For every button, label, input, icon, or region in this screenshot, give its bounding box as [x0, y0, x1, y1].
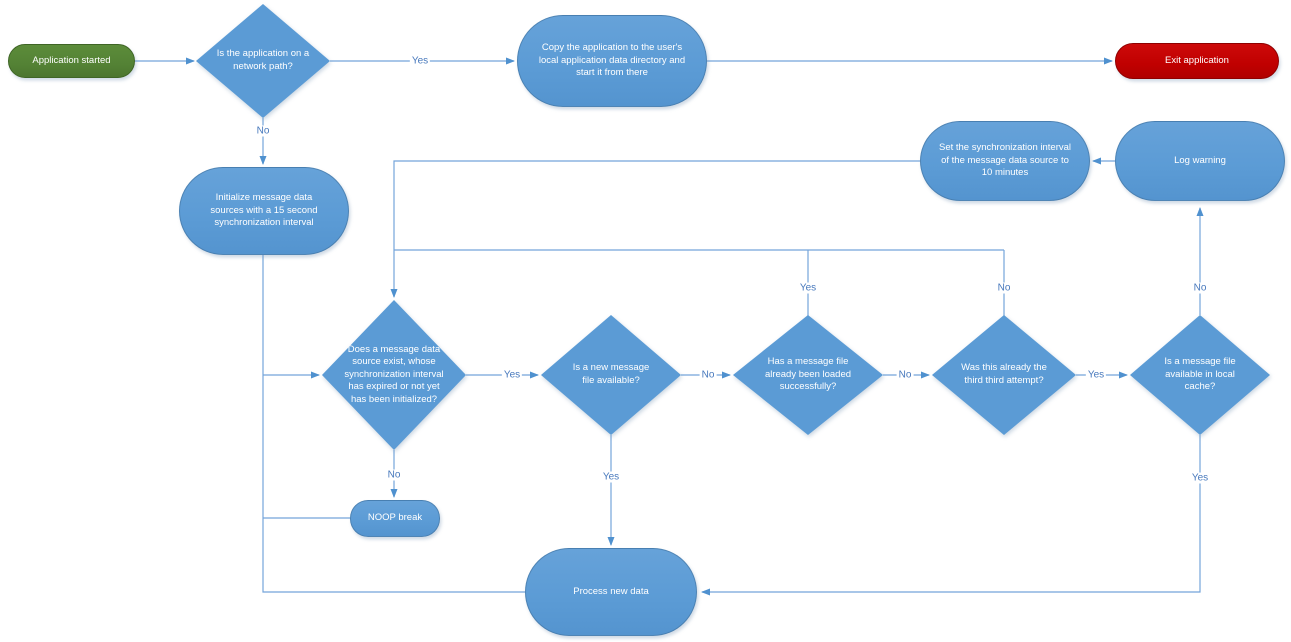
edge-label-network-yes: Yes: [409, 55, 431, 67]
node-application-started-label: Application started: [32, 54, 111, 66]
edge-label-loaded-yes: Yes: [797, 282, 819, 294]
edge-label-third-no: No: [995, 282, 1013, 294]
edge-label-third-yes: Yes: [1085, 369, 1107, 381]
node-set-sync-interval: Set the synchronization interval of the …: [920, 121, 1090, 201]
edge-label-newfile-no: No: [699, 369, 717, 381]
node-initialize-sources-label: Initialize message data sources with a 1…: [210, 192, 318, 229]
node-exit-application: Exit application: [1115, 43, 1279, 79]
edge-label-source-yes: Yes: [501, 369, 523, 381]
decision-network-path-label: Is the application on a network path?: [216, 48, 310, 72]
decision-local-cache-label: Is a message file available in local cac…: [1164, 356, 1236, 393]
node-process-new-data: Process new data: [525, 548, 697, 636]
decision-already-loaded: Has a message file already been loaded s…: [733, 315, 883, 435]
edge-label-newfile-yes: Yes: [600, 471, 622, 483]
decision-third-attempt-label: Was this already the third third attempt…: [961, 362, 1047, 386]
edge-label-network-no: No: [254, 125, 272, 137]
node-noop-break: NOOP break: [350, 500, 440, 537]
edge-label-loaded-no: No: [896, 369, 914, 381]
node-exit-application-label: Exit application: [1165, 54, 1229, 66]
edge-label-source-no: No: [385, 469, 403, 481]
decision-source-exists-label: Does a message data source exist, whose …: [344, 343, 444, 405]
edge-label-cache-yes: Yes: [1189, 472, 1211, 484]
node-initialize-sources: Initialize message data sources with a 1…: [179, 167, 349, 255]
node-application-started: Application started: [8, 44, 135, 78]
node-set-sync-interval-label: Set the synchronization interval of the …: [938, 142, 1072, 179]
decision-new-message-file: Is a new message file available?: [541, 315, 681, 435]
node-noop-break-label: NOOP break: [367, 512, 423, 524]
decision-local-cache: Is a message file available in local cac…: [1130, 315, 1270, 435]
node-process-new-data-label: Process new data: [573, 585, 649, 597]
edge-label-cache-no: No: [1191, 282, 1209, 294]
decision-already-loaded-label: Has a message file already been loaded s…: [764, 356, 852, 393]
node-log-warning: Log warning: [1115, 121, 1285, 201]
decision-third-attempt: Was this already the third third attempt…: [932, 315, 1076, 435]
decision-new-message-file-label: Is a new message file available?: [572, 362, 650, 386]
node-copy-application: Copy the application to the user's local…: [517, 15, 707, 107]
node-copy-application-label: Copy the application to the user's local…: [538, 42, 686, 79]
decision-network-path: Is the application on a network path?: [196, 4, 330, 118]
decision-source-exists: Does a message data source exist, whose …: [322, 300, 466, 450]
node-log-warning-label: Log warning: [1174, 154, 1226, 166]
